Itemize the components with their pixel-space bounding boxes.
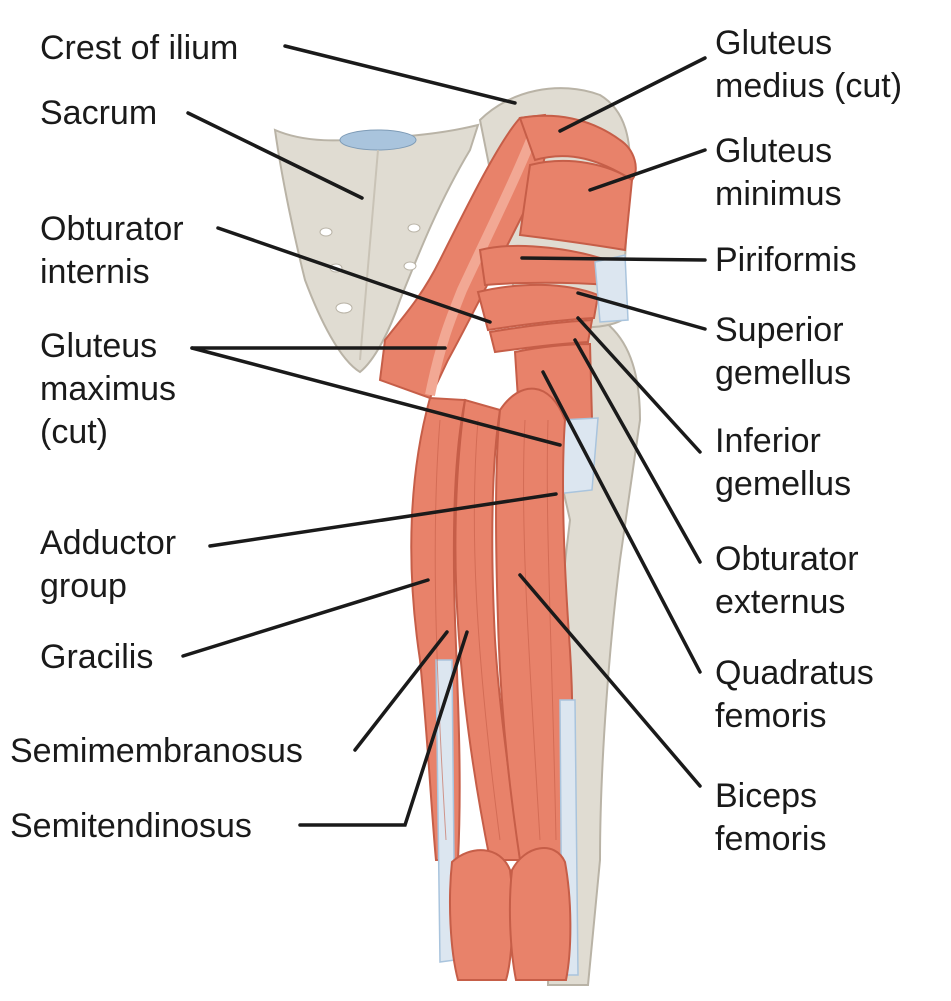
gastrocnemius-medial (449, 849, 514, 981)
label-line: Inferior (715, 422, 821, 460)
gluteus-medius-muscle (518, 114, 637, 182)
label-line: Obturator (40, 210, 184, 248)
label-line: Sacrum (40, 94, 158, 132)
leader-semimembranosus (353, 630, 449, 752)
label-line: Quadratus (715, 654, 874, 692)
gluteus-maximus-cut-edge (425, 120, 543, 396)
trochanter-tendon (594, 254, 629, 323)
label-line: Semimembranosus (10, 732, 303, 770)
label-adductor-group: Adductor group (40, 522, 176, 608)
leader-adductor-group (208, 492, 558, 548)
gluteus-minimus-muscle (518, 159, 634, 252)
sacral-foramen (319, 227, 333, 237)
label-line: minimus (715, 175, 842, 213)
leader-obturator-externus (573, 338, 702, 564)
label-line: Gluteus (715, 24, 833, 62)
label-line: externus (715, 583, 846, 621)
leader-gluteus-maximus-b (190, 346, 562, 447)
leader-gracilis (181, 578, 430, 658)
leader-inferior-gemellus (576, 316, 702, 454)
label-line: (cut) (40, 413, 108, 451)
label-line: internis (40, 253, 150, 291)
gastrocnemius-lateral (508, 847, 572, 981)
leader-biceps-femoris (518, 573, 702, 788)
obturator-internus-muscle (476, 283, 600, 332)
label-crest-of-ilium: Crest of ilium (40, 27, 238, 70)
leader-obturator-internis (216, 226, 492, 324)
leader-lines (181, 44, 707, 827)
label-gluteus-maximus-cut: Gluteus maximus (cut) (40, 325, 176, 454)
label-inferior-gemellus: Inferior gemellus (715, 420, 851, 506)
leader-sacrum (186, 111, 364, 200)
sacrum-midline (359, 149, 379, 361)
label-line: Semitendinosus (10, 807, 252, 845)
label-superior-gemellus: Superior gemellus (715, 309, 851, 395)
label-line: Piriformis (715, 241, 857, 279)
label-sacrum: Sacrum (40, 92, 157, 135)
leader-gluteus-medius (558, 56, 707, 133)
label-gluteus-medius-cut: Gluteus medius (cut) (715, 22, 902, 108)
leader-piriformis (520, 256, 707, 262)
leader-quadratus-femoris (541, 370, 702, 674)
leader-crest-of-ilium (283, 44, 517, 105)
label-gluteus-minimus: Gluteus minimus (715, 130, 842, 216)
label-line: group (40, 567, 127, 605)
label-biceps-femoris: Biceps femoris (715, 775, 826, 861)
sacral-foramen (335, 302, 353, 314)
sacral-canal (339, 129, 417, 151)
label-line: gemellus (715, 465, 852, 503)
label-line: femoris (715, 820, 827, 858)
label-obturator-externus: Obturator externus (715, 538, 859, 624)
label-line: Superior (715, 311, 844, 349)
sacral-foramen (403, 261, 417, 271)
leader-gluteus-minimus (588, 148, 707, 192)
label-line: maximus (40, 370, 177, 408)
label-line: Obturator (715, 540, 859, 578)
label-piriformis: Piriformis (715, 239, 857, 282)
label-line: Biceps (715, 777, 818, 815)
label-line: Crest of ilium (40, 29, 239, 67)
label-semimembranosus: Semimembranosus (10, 730, 303, 773)
label-line: Gluteus (715, 132, 833, 170)
muscle-fibres (434, 419, 557, 841)
label-quadratus-femoris: Quadratus femoris (715, 652, 874, 738)
label-line: gemellus (715, 354, 852, 392)
label-line: Gracilis (40, 638, 154, 676)
label-line: Gluteus (40, 327, 158, 365)
label-obturator-internis: Obturator internis (40, 208, 184, 294)
label-semitendinosus: Semitendinosus (10, 805, 252, 848)
label-line: medius (cut) (715, 67, 903, 105)
sacral-foramen (407, 223, 421, 233)
leader-superior-gemellus (576, 291, 707, 331)
label-line: Adductor (40, 524, 177, 562)
label-line: femoris (715, 697, 827, 735)
label-gracilis: Gracilis (40, 636, 153, 679)
leader-semitendinosus (298, 630, 469, 827)
